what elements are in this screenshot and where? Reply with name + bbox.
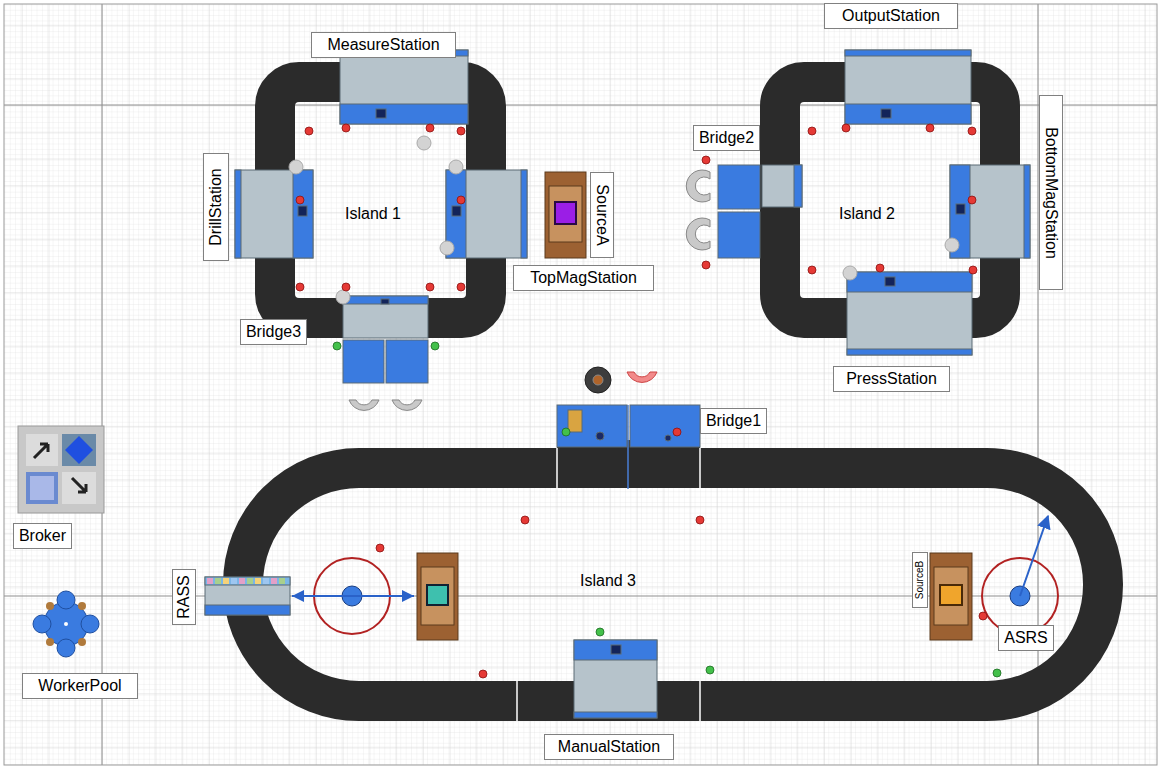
object-name: WorkerPool	[38, 676, 121, 695]
station-label: PressStation	[833, 366, 950, 392]
object-name: MeasureStation	[327, 35, 439, 54]
object-name: DrillStation	[206, 168, 225, 245]
station-label: Bridge3	[240, 319, 307, 345]
station-label: Bridge1	[700, 408, 767, 434]
object-name: PressStation	[846, 369, 937, 388]
object-name: Bridge1	[706, 411, 761, 430]
object-name: SourceA	[592, 184, 611, 245]
object-name: BottomMagStation	[1041, 127, 1060, 259]
island-name: Island 2	[839, 204, 895, 223]
object-name: RASS	[174, 575, 193, 619]
island-region: Island 2	[827, 198, 907, 229]
station-label: TopMagStation	[513, 265, 654, 291]
object-name: SourceB	[914, 561, 926, 599]
island-name: Island 1	[345, 204, 401, 223]
object-name: Bridge3	[246, 322, 301, 341]
station-label: SourceA	[590, 172, 614, 258]
station-label: SourceB	[912, 552, 928, 608]
island-region: Island 1	[333, 198, 413, 229]
station-label: ManualStation	[544, 734, 674, 760]
object-name: Bridge2	[699, 128, 754, 147]
object-name: TopMagStation	[530, 268, 637, 287]
station-label: Broker	[13, 523, 72, 549]
station-label: MeasureStation	[311, 32, 456, 58]
station-label: OutputStation	[824, 3, 958, 29]
object-name: OutputStation	[842, 6, 940, 25]
island-name: Island 3	[580, 571, 636, 590]
station-label: Bridge2	[693, 125, 760, 151]
station-label: ASRS	[998, 625, 1054, 651]
object-name: ASRS	[1004, 628, 1048, 647]
station-label: WorkerPool	[22, 673, 138, 699]
station-label: DrillStation	[203, 153, 229, 261]
station-label: BottomMagStation	[1039, 95, 1063, 290]
station-label: RASS	[172, 569, 196, 625]
object-name: Broker	[19, 526, 66, 545]
object-name: ManualStation	[558, 737, 660, 756]
island-region: Island 3	[568, 565, 648, 596]
